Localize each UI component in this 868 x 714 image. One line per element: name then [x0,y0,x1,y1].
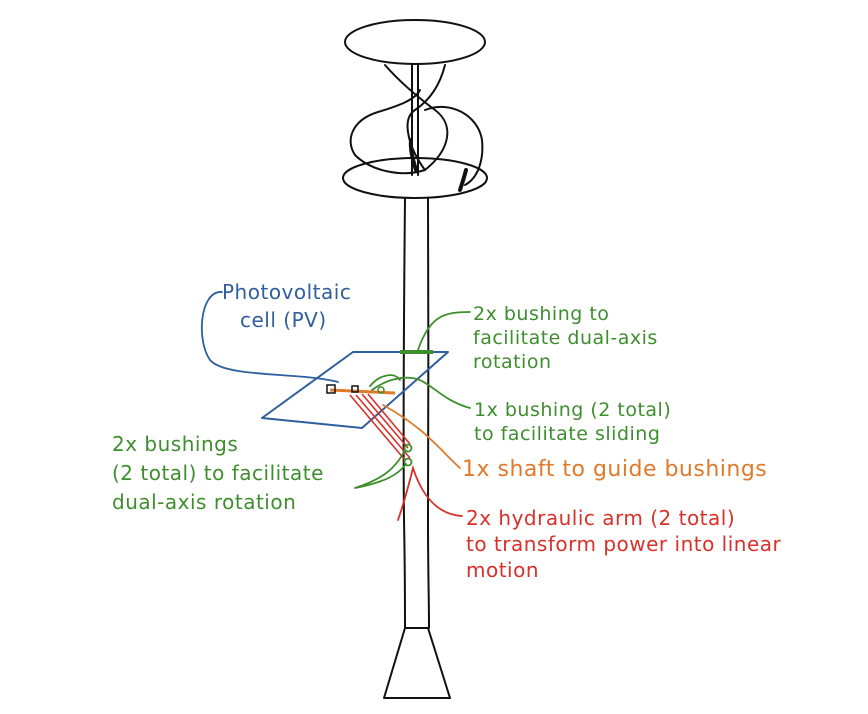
top-bushing-leader [417,311,471,351]
slide-bushing-label-line-1: 1x bushing (2 total) [474,399,672,421]
lower-bushing-leader [354,449,407,489]
pv-cell-label: Photovoltaic cell (PV) [222,278,351,334]
top-bushing-label-line-2: facilitate dual-axis [473,327,658,349]
hydraulic-arm-2 [361,393,411,449]
pole-base [383,627,451,699]
pv-cell-label-line-2: cell (PV) [240,308,327,332]
hydraulic-label-line-3: motion [466,558,540,582]
guide-shaft [329,388,396,395]
slide-bushing-right [351,385,359,393]
lower-bushing-label-line-3: dual-axis rotation [112,490,297,514]
pv-cell-label-line-1: Photovoltaic [222,280,352,304]
turbine-top-disc [344,19,486,65]
hydraulic-label-line-2: to transform power into linear [466,532,782,556]
lower-bushing-label-line-2: (2 total) to facilitate [112,461,324,485]
turbine-bottom-disc [342,157,488,199]
lower-bushing-2 [403,457,413,467]
slide-bushing-left [326,384,336,394]
hydraulic-label-line-1: 2x hydraulic arm (2 total) [466,506,736,530]
top-bushing-label-line-3: rotation [473,351,552,373]
hydraulic-arm-1 [349,394,411,461]
top-bushing-label-line-1: 2x bushing to [473,303,610,325]
shaft-label-line-1: 1x shaft to guide bushings [462,457,768,482]
shaft-leader [382,404,461,469]
hydraulic-label: 2x hydraulic arm (2 total) to transform … [466,505,781,583]
lower-bushing-label: 2x bushings (2 total) to facilitate dual… [112,430,324,517]
shaft-label: 1x shaft to guide bushings [462,458,767,482]
turbine-blade-left [349,64,449,175]
slide-bushing-leader [369,374,471,409]
slide-bushing-label: 1x bushing (2 total) to facilitate slidi… [474,398,671,446]
slide-bushing-label-line-2: to facilitate sliding [474,423,661,445]
pole [402,197,406,629]
hydraulic-leader [397,464,463,521]
turbine-blade-right [406,64,484,186]
pv-leader [200,291,339,383]
lower-bushing-1 [403,443,413,453]
top-bushing-label: 2x bushing to facilitate dual-axis rotat… [473,302,658,374]
lower-bushing-label-line-1: 2x bushings [112,432,239,456]
